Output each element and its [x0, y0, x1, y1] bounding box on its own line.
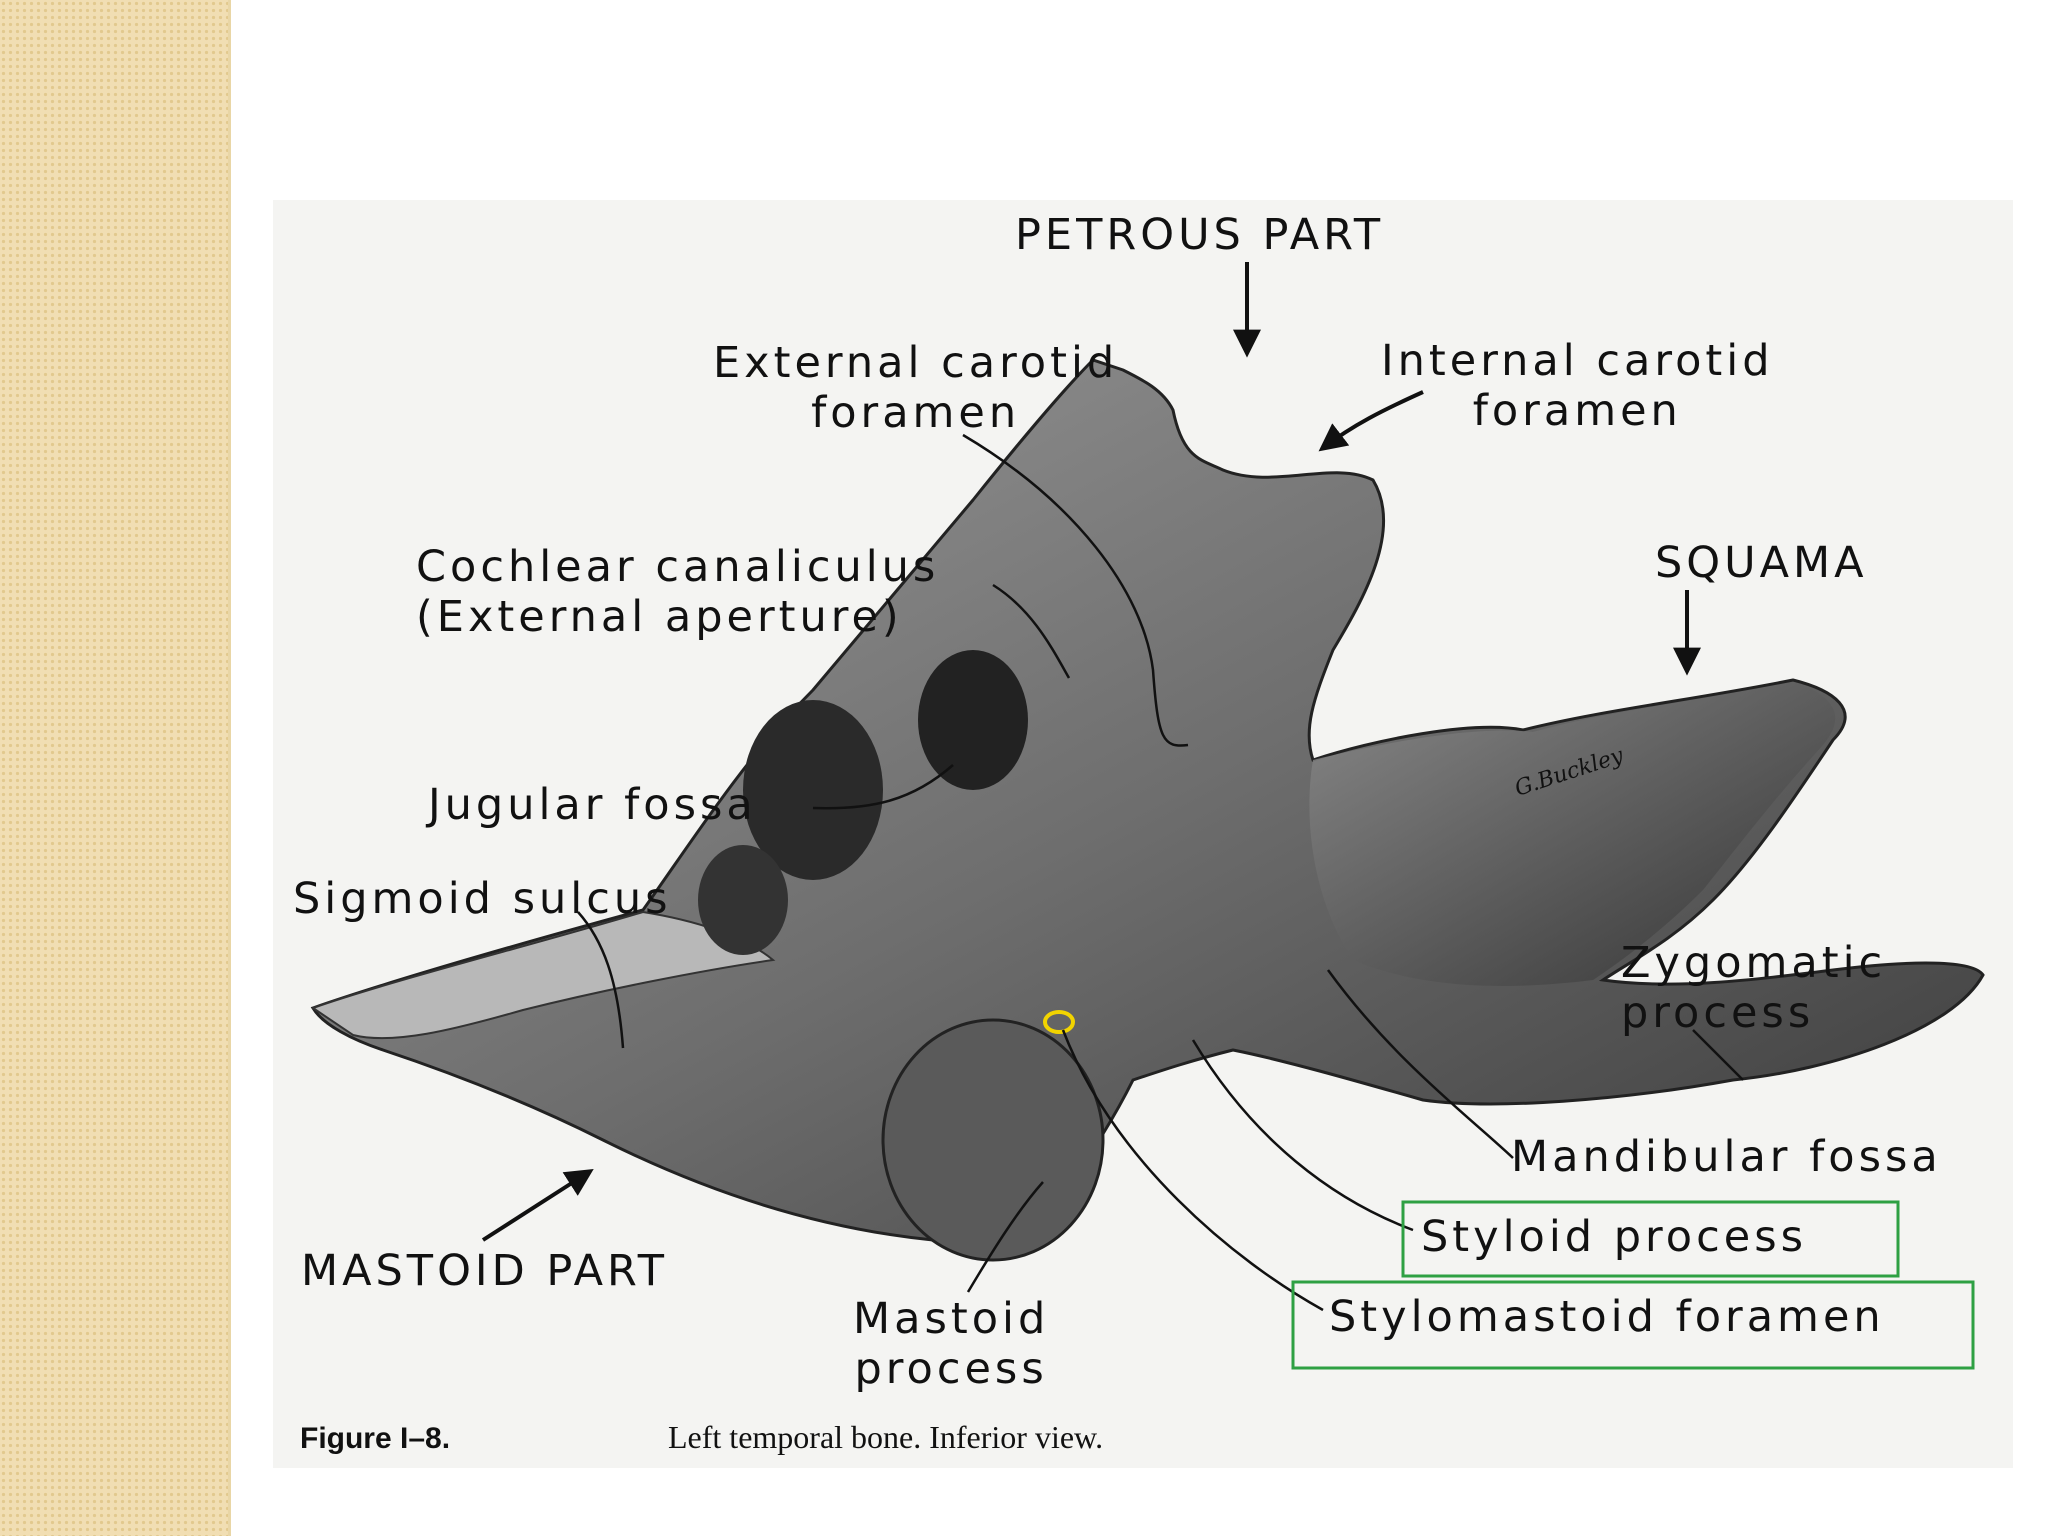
stylomastoid-foramen-highlight: [1291, 1280, 1975, 1370]
label-sigmoid-sulcus: Sigmoid sulcus: [293, 874, 672, 924]
jugular-fossa-pit: [743, 700, 883, 880]
figure-caption-label: Figure I–8.: [300, 1422, 451, 1455]
label-zygomatic-process: Zygomatic process: [1621, 938, 1887, 1038]
label-styloid-process: Styloid process: [1421, 1212, 1808, 1262]
sigmoid-pit: [698, 845, 788, 955]
styloid-leader: [1191, 1039, 1414, 1232]
mastoid-process-leader: [966, 1181, 1044, 1293]
sidebar-edge: [228, 0, 231, 1536]
label-internal-carotid-foramen: Internal carotid foramen: [1381, 336, 1774, 436]
external-carotid-leader: [962, 433, 1189, 747]
mastoid-part-arrow: [481, 1168, 594, 1242]
carotid-canal-pit: [918, 650, 1028, 790]
styloid-process-highlight: [1401, 1200, 1900, 1278]
mastoid-rim: [310, 910, 776, 1040]
internal-carotid-arrow: [1318, 390, 1424, 452]
jugular-fossa-leader: [812, 764, 954, 810]
figure-panel: PETROUS PART External carotid foramen In…: [273, 200, 2013, 1468]
mandibular-fossa-leader: [1326, 969, 1514, 1159]
figure-caption-text: Left temporal bone. Inferior view.: [668, 1419, 1104, 1455]
label-mandibular-fossa: Mandibular fossa: [1511, 1132, 1942, 1182]
label-stylomastoid-foramen: Stylomastoid foramen: [1329, 1292, 1885, 1342]
sigmoid-sulcus-leader: [577, 911, 625, 1049]
zygomatic-leader: [1692, 1029, 1744, 1081]
label-squama: SQUAMA: [1655, 538, 1868, 588]
label-jugular-fossa: Jugular fossa: [428, 780, 757, 830]
bone-illustration: [310, 262, 1985, 1370]
mastoid-process-shape: [881, 1018, 1105, 1262]
stylomastoid-leader: [1061, 1029, 1324, 1312]
label-petrous-part: PETROUS PART: [1015, 210, 1385, 260]
label-external-carotid-foramen: External carotid foramen: [713, 338, 1119, 438]
stylomastoid-foramen-marker: [1043, 1010, 1075, 1034]
label-cochlear-canaliculus: Cochlear canaliculus (External aperture): [416, 542, 940, 642]
cochlear-leader: [992, 583, 1071, 679]
label-mastoid-process: Mastoid process: [853, 1294, 1050, 1394]
decorative-sidebar: [0, 0, 228, 1536]
squama-region: [1309, 682, 1836, 986]
label-mastoid-part: MASTOID PART: [301, 1246, 668, 1296]
